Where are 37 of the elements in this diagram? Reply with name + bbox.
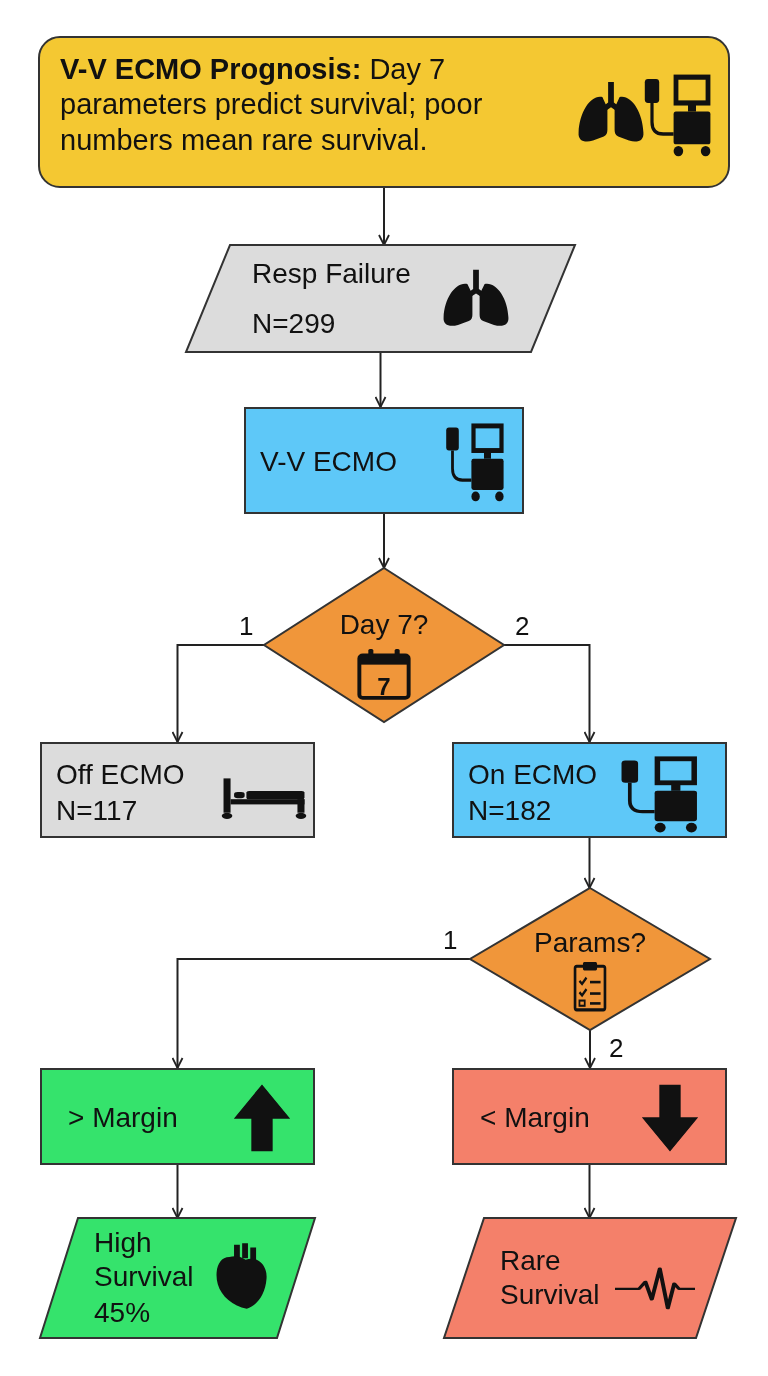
- node-label: 45%: [94, 1296, 152, 1330]
- arrow: [378, 187, 390, 246]
- output-parallelogram: [444, 1218, 736, 1338]
- decision-diamond: [470, 888, 710, 1030]
- process-box: [40, 742, 315, 838]
- node-label: High Survival: [94, 1226, 195, 1295]
- node-label: Resp Failure: [252, 257, 412, 291]
- output-parallelogram: [40, 1218, 315, 1338]
- node-label: < Margin: [480, 1101, 591, 1135]
- process-box: [452, 1068, 727, 1165]
- arrow: [583, 1164, 596, 1219]
- arrow: [584, 1029, 596, 1069]
- node-label: N=117: [56, 794, 139, 828]
- node-label: Off ECMO: [56, 758, 186, 792]
- node-label: > Margin: [68, 1101, 179, 1135]
- arrow: [378, 513, 390, 569]
- process-box: [452, 742, 727, 838]
- calendar-day: 7: [364, 672, 404, 702]
- arrow: [583, 837, 596, 889]
- process-box: [40, 1068, 315, 1165]
- arrow: [503, 644, 596, 743]
- node-label: Rare Survival: [500, 1244, 601, 1313]
- arrow: [171, 1164, 184, 1219]
- title-text: V-V ECMO Prognosis: Day 7 parameters predict survival; poor numbers mean rare survival.: [60, 52, 484, 158]
- decision-diamond: [264, 568, 504, 722]
- arrow: [171, 644, 265, 743]
- node-label: On ECMO: [468, 758, 599, 792]
- arrow: [171, 958, 471, 1069]
- node-label: Day 7?: [338, 608, 430, 642]
- node-label: N=182: [468, 794, 553, 828]
- process-box: [244, 407, 524, 514]
- input-parallelogram: [186, 245, 575, 352]
- node-label: V-V ECMO: [260, 445, 398, 479]
- node-label: Params?: [532, 926, 647, 960]
- node-label: N=299: [252, 307, 337, 341]
- title-box: [38, 36, 730, 188]
- arrow: [374, 351, 387, 408]
